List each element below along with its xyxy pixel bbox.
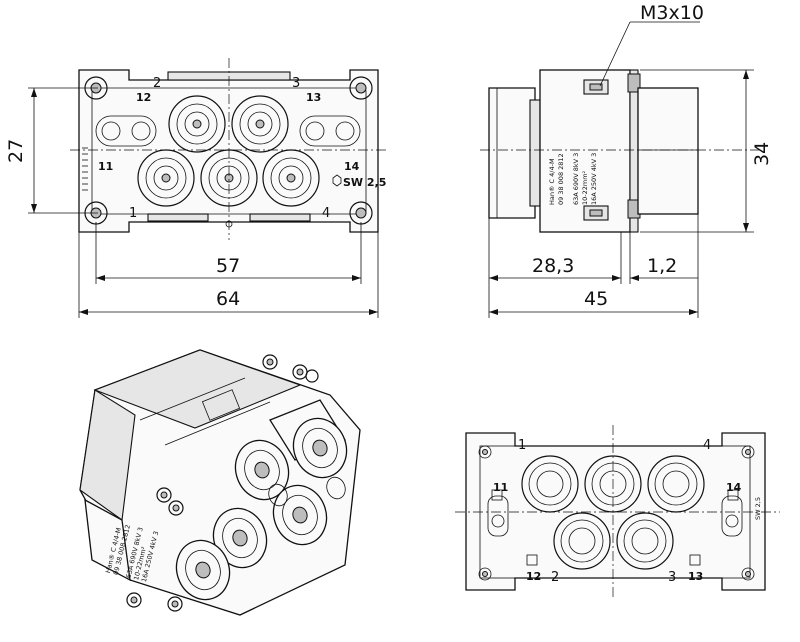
screw-callout: M3x10 xyxy=(599,2,704,87)
side-depth-label: 28,3 xyxy=(532,255,574,277)
side-label-line-5: 16A 250V 4kV 3 xyxy=(590,153,598,205)
rear-view: 1 2 3 4 11 12 13 14 SW 2,5 xyxy=(455,425,780,600)
dim-outer-width-label: 64 xyxy=(216,288,240,310)
side-total-label: 45 xyxy=(584,288,608,310)
rear-pin-label-2: 2 xyxy=(551,570,559,585)
pin-label-2: 2 xyxy=(153,76,161,91)
rear-pin-label-11: 11 xyxy=(493,481,508,494)
rear-pin-label-12: 12 xyxy=(526,570,541,583)
dim-27: 27 xyxy=(5,87,98,214)
pin-label-13: 13 xyxy=(306,91,321,104)
dim-28-3: 28,3 1,2 xyxy=(488,214,699,318)
dim-57: 57 xyxy=(95,222,362,284)
dim-34: 34 xyxy=(640,69,773,233)
pin-label-1: 1 xyxy=(129,206,137,221)
side-view: Han® C 4/4-M 09 38 008 2812 63A 690V 8kV… xyxy=(480,2,773,318)
side-label-line-4: 10-22mm² xyxy=(581,170,589,205)
side-label-line-3: 63A 690V 8kV 3 xyxy=(572,153,580,205)
rear-corner-screw-icons xyxy=(478,445,755,581)
rear-pin-label-3: 3 xyxy=(668,570,676,585)
dim-height-label: 27 xyxy=(5,139,27,163)
dim-45: 45 xyxy=(489,288,698,315)
rear-contact-icons xyxy=(487,455,743,570)
rear-wrench-label: SW 2,5 xyxy=(754,497,762,520)
hex-icon xyxy=(332,174,342,187)
dim-inner-width-label: 57 xyxy=(216,255,240,277)
dim-64: 64 xyxy=(78,232,379,318)
wrench-size-label: SW 2,5 xyxy=(343,176,386,189)
rear-pin-label-14: 14 xyxy=(726,481,742,494)
side-label-line-2: 09 38 008 2812 xyxy=(557,153,565,205)
rear-pin-label-1: 1 xyxy=(518,438,526,453)
front-view: 1 2 3 4 11 12 13 14 SW 2,5 27 57 xyxy=(5,58,388,318)
aux-contact-icons xyxy=(95,115,361,147)
pin-label-12: 12 xyxy=(136,91,151,104)
pin-label-4: 4 xyxy=(322,206,330,221)
screw-callout-label: M3x10 xyxy=(640,2,704,24)
pin-label-14: 14 xyxy=(344,160,360,173)
iso-view: Han® C 4/4-M 09 38 008 2812 63A 690V 8kV… xyxy=(79,349,361,616)
pin-label-3: 3 xyxy=(292,76,300,91)
side-flange-label: 1,2 xyxy=(647,255,677,277)
rear-pin-label-4: 4 xyxy=(703,438,711,453)
iso-contact-icons xyxy=(175,399,348,601)
rear-pin-label-13: 13 xyxy=(688,570,703,583)
side-label: Han® C 4/4-M 09 38 008 2812 63A 690V 8kV… xyxy=(548,153,598,205)
side-label-line-1: Han® C 4/4-M xyxy=(548,158,556,205)
pin-label-11: 11 xyxy=(98,160,113,173)
iso-screw-icons xyxy=(126,354,319,612)
side-height-label: 34 xyxy=(751,142,773,166)
